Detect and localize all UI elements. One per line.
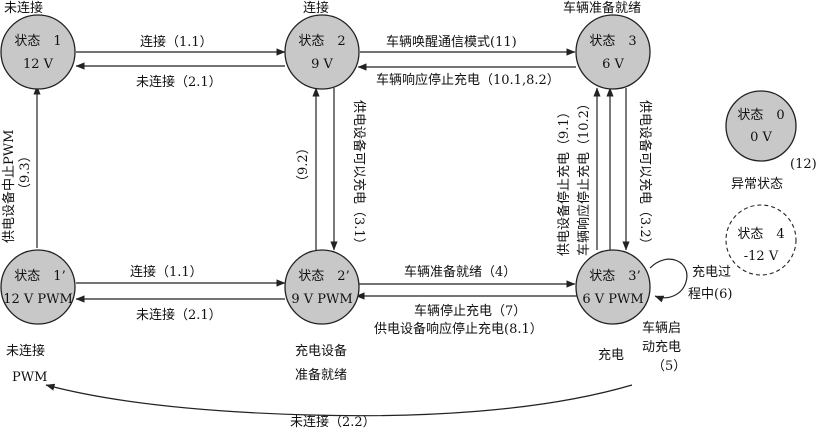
state-1p-caption-line1: 未连接 (6, 343, 45, 359)
label-start-charge-line2: 动充电 (642, 339, 681, 355)
label-s1p-to-s2p: 连接（1.1） (130, 264, 203, 280)
state-3p-voltage: 6 V PWM (582, 292, 643, 307)
state-1p-voltage: 12 V PWM (3, 292, 73, 307)
edge-s3p-self-loop (649, 258, 688, 303)
state-3-voltage: 6 V (602, 57, 624, 72)
state-3-caption: 车辆准备就绪 (563, 0, 641, 16)
label-s2-to-s3: 车辆唤醒通信模式(11) (386, 34, 517, 50)
state-1-voltage: 12 V (23, 57, 54, 72)
state-0-caption: 异常状态 (731, 177, 783, 192)
state-1-name: 状态 1 (14, 34, 61, 49)
state-1-prime: 状态 1’ 12 V PWM (0, 249, 76, 325)
label-s2p-to-s3p: 车辆准备就绪（4） (404, 264, 516, 280)
state-1: 状态 1 12 V (0, 14, 76, 90)
label-s2p-to-s2: （9.2） (296, 141, 311, 188)
state-2p-caption-line2: 准备就绪 (295, 367, 347, 383)
state-2p-name: 状态 2’ (298, 269, 349, 284)
label-s3p-to-s3-line2: 车辆响应停止充电（10.2） (576, 97, 592, 256)
state-3p-name: 状态 3’ (589, 269, 640, 284)
label-s1p-to-s1-line2: （9.3） (18, 149, 33, 196)
state-2p-caption-line1: 充电设备 (295, 343, 347, 359)
state-2: 状态 2 9 V (284, 14, 360, 90)
label-start-charge-line1: 车辆启 (642, 320, 681, 336)
state-2-voltage: 9 V (311, 57, 333, 72)
state-3: 状态 3 6 V (575, 14, 651, 90)
label-s3p-to-s2p-line1: 车辆停止充电（7） (414, 303, 526, 319)
label-s2p-to-s1p: 未连接（2.1） (136, 307, 222, 323)
label-self-loop-line1: 充电过 (692, 264, 731, 280)
state-4-name: 状态 4 (737, 227, 784, 242)
label-s3p-to-s1p: 未连接（2.2） (290, 414, 376, 430)
edge-s3p-to-s1p (45, 383, 633, 417)
state-3-prime: 状态 3’ 6 V PWM (575, 249, 651, 325)
state-1p-caption-line2: PWM (12, 370, 47, 385)
label-s2-to-s2p: 供电设备可以充电（3.1） (351, 100, 367, 251)
state-0-note: (12) (790, 157, 817, 172)
state-2-caption: 连接 (303, 0, 329, 16)
state-2-name: 状态 2 (298, 34, 345, 49)
state-3-name: 状态 3 (589, 34, 636, 49)
state-3p-caption: 充电 (598, 347, 624, 363)
state-1-caption: 未连接 (4, 0, 43, 16)
state-0-name: 状态 0 (737, 108, 784, 123)
state-4: 状态 4 -12 V (725, 204, 797, 276)
label-s3-to-s3p: 供电设备可以充电（3.2） (637, 100, 653, 251)
label-start-charge-line3: （5） (652, 359, 686, 374)
label-s3-to-s2: 车辆响应停止充电（10.1,8.2） (376, 72, 560, 88)
state-1p-name: 状态 1’ (14, 269, 65, 284)
state-2p-voltage: 9 V PWM (291, 292, 352, 307)
label-s2-to-s1: 未连接（2.1） (136, 74, 222, 90)
state-2-prime: 状态 2’ 9 V PWM (284, 249, 360, 325)
label-self-loop-line2: 程中(6) (688, 287, 732, 302)
state-4-voltage: -12 V (744, 249, 779, 264)
state-0-voltage: 0 V (750, 130, 772, 145)
label-s1-to-s2: 连接（1.1） (140, 34, 213, 50)
state-0: 状态 0 0 V (725, 90, 797, 162)
label-s1p-to-s1-line1: 供电设备中止PWM (1, 130, 17, 243)
label-s3p-to-s3-line1: 供电设备停止充电（9.1） (556, 105, 572, 256)
label-s3p-to-s2p-line2: 供电设备响应停止充电(8.1） (374, 321, 543, 337)
